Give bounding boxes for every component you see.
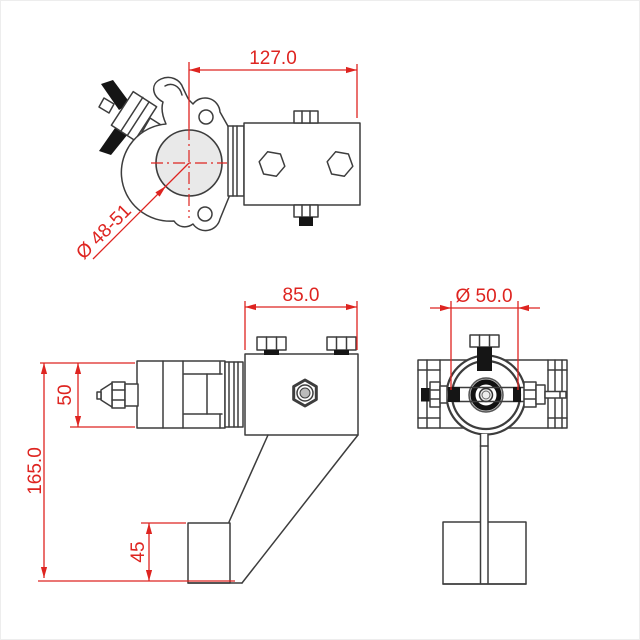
- clamp-side-body: [136, 360, 226, 429]
- spacer-plates-top: [227, 125, 245, 197]
- center-boss: [468, 377, 504, 413]
- block-bottom-bolt: [293, 204, 319, 226]
- spacer-plates-side: [224, 361, 244, 428]
- block-top-bolt: [293, 110, 319, 124]
- block-bolt-left: [256, 336, 287, 355]
- wing-nut-upper-wing: [101, 80, 130, 110]
- top-bolt-front: [469, 334, 500, 371]
- hex-nut-side-view: [292, 378, 318, 408]
- dim-label-tube-diameter: Ø 50.0: [455, 286, 512, 307]
- dim-overall-height: 165.0: [25, 363, 235, 582]
- dim-label-overall-width: 127.0: [249, 48, 297, 69]
- dim-tube-diameter: Ø 50.0: [430, 286, 540, 390]
- dim-label-clamp-range: Ø 48-51: [72, 200, 135, 263]
- block-bolt-right: [326, 336, 357, 355]
- bolt-hardware-left: [421, 381, 448, 408]
- wing-bolt-tip-side: [96, 381, 139, 409]
- hex-socket-right: [326, 151, 354, 177]
- wing-nut-lower-wing: [99, 128, 128, 155]
- clamp-side-view: [136, 360, 226, 429]
- ear-hole-top: [198, 109, 214, 125]
- spacer-plate: [227, 125, 245, 197]
- dim-label-overall-height: 165.0: [25, 447, 46, 495]
- dim-overall-width: 127.0: [188, 48, 358, 128]
- dim-block-width: 85.0: [244, 285, 358, 350]
- view-top: [98, 76, 361, 232]
- dim-label-foot-height: 45: [128, 541, 149, 562]
- through-bolt: [448, 386, 531, 403]
- mount-block-side-view: [244, 336, 359, 436]
- view-side: [96, 336, 359, 584]
- view-front: [417, 334, 568, 585]
- hex-nut-facet-line: [126, 101, 150, 137]
- dim-foot-height: 45: [128, 522, 186, 581]
- dim-label-block-width: 85.0: [283, 285, 320, 306]
- bolt-hardware-right: [523, 381, 567, 408]
- hex-nut-facet-line: [120, 96, 144, 132]
- foot-plate-side: [187, 522, 231, 584]
- clamp-jaw-inner-curve: [164, 83, 183, 96]
- dim-clamp-height: 50: [40, 362, 135, 428]
- bracket-arm-side: [187, 434, 359, 584]
- dim-label-clamp-height: 50: [55, 384, 76, 405]
- mount-block-top-view: [243, 110, 361, 226]
- ear-hole-bottom: [197, 206, 213, 222]
- foot-front: [442, 433, 527, 585]
- hex-socket-left: [258, 151, 286, 177]
- wing-bolt-stud: [98, 97, 115, 114]
